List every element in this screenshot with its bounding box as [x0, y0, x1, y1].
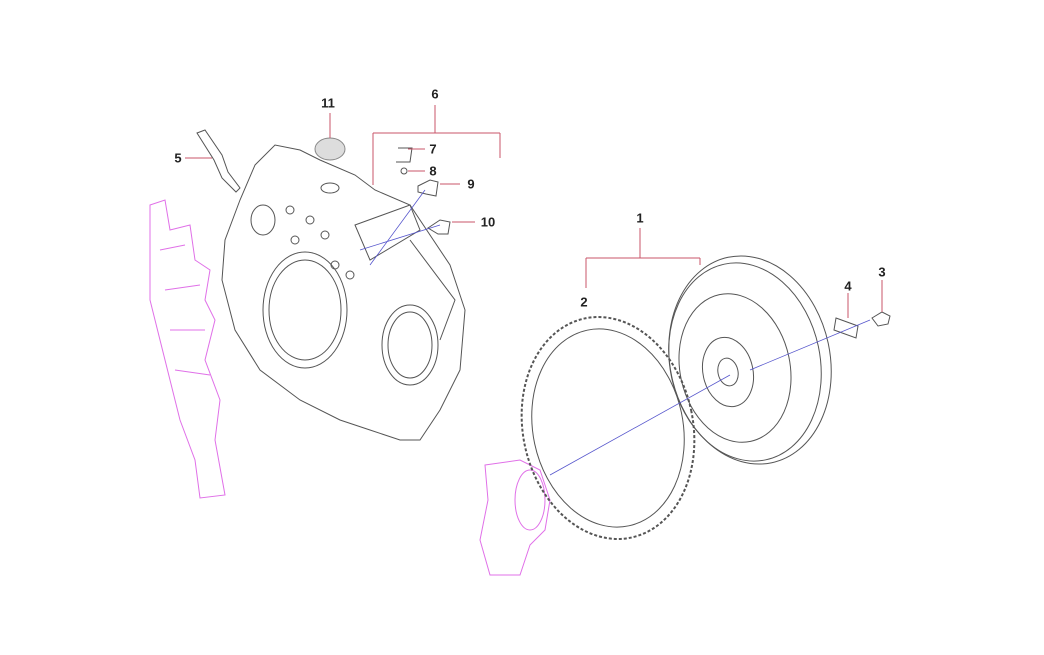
engine-block-outline: [149, 199, 226, 499]
bolt-10: [427, 219, 451, 235]
ring-gear-2: [520, 316, 696, 540]
callout-6: 6: [431, 86, 439, 102]
callout-4: 4: [844, 278, 852, 294]
callout-11: 11: [321, 95, 335, 111]
leader-lines: [185, 105, 883, 318]
callout-3: 3: [878, 264, 886, 280]
crankshaft-outline: [479, 459, 551, 576]
callout-5: 5: [174, 150, 182, 166]
flywheel-housing: [221, 144, 466, 441]
bracket-7: [396, 147, 413, 163]
assembly-axis-housing: [359, 189, 441, 266]
callout-2: 2: [580, 294, 588, 310]
callout-9: 9: [467, 176, 475, 192]
callout-1: 1: [636, 210, 644, 226]
callout-10: 10: [480, 214, 496, 230]
plate-4: [833, 317, 859, 339]
bolt-9: [417, 179, 439, 197]
bolt-3: [871, 311, 891, 327]
callout-8: 8: [429, 163, 437, 179]
flywheel-1: [668, 255, 832, 465]
plug-5: [196, 129, 241, 193]
callout-7: 7: [429, 141, 437, 157]
nut-8: [400, 167, 408, 175]
assembly-axis-flywheel: [549, 319, 871, 476]
cap-11: [314, 137, 346, 161]
